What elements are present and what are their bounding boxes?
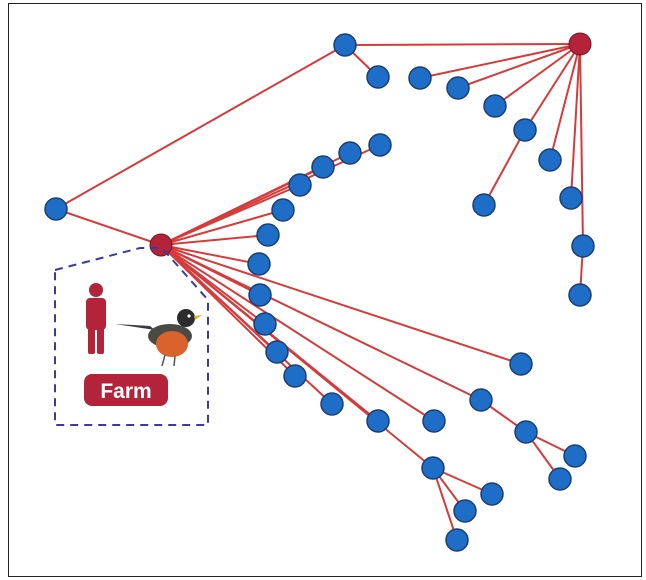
edge-H1-N6 bbox=[160, 234, 269, 246]
edge-H1-N7 bbox=[160, 244, 260, 265]
node-D bbox=[408, 66, 432, 90]
node-P3 bbox=[563, 444, 587, 468]
node-N14 bbox=[422, 409, 446, 433]
node-N7 bbox=[247, 252, 271, 276]
edge-H2-L bbox=[579, 43, 584, 247]
edge-H2-D bbox=[419, 43, 581, 79]
edge-G-J bbox=[483, 129, 526, 206]
node-N13 bbox=[366, 409, 390, 433]
node-Q2 bbox=[480, 482, 504, 506]
edge-H1-N4 bbox=[160, 184, 301, 246]
edge-H2-K bbox=[570, 43, 581, 199]
node-E bbox=[446, 76, 470, 100]
edge-H2-I bbox=[549, 43, 581, 161]
node-N15 bbox=[509, 352, 533, 376]
node-N4 bbox=[288, 173, 312, 197]
node-N11 bbox=[283, 364, 307, 388]
node-Q1 bbox=[421, 456, 445, 480]
edge-H1-N5 bbox=[160, 209, 284, 246]
node-B bbox=[333, 33, 357, 57]
hub-node-H1 bbox=[149, 233, 173, 257]
edge-H1-P1 bbox=[160, 244, 482, 401]
farm-label: Farm bbox=[100, 380, 151, 403]
nodes bbox=[44, 32, 595, 552]
edge-A-H1 bbox=[55, 208, 162, 246]
edges bbox=[55, 43, 584, 541]
node-N12 bbox=[320, 392, 344, 416]
node-N1 bbox=[368, 133, 392, 157]
hub-node-H2 bbox=[568, 32, 592, 56]
edge-H1-N15 bbox=[160, 244, 522, 365]
node-P2 bbox=[514, 420, 538, 444]
edge-H1-N14 bbox=[160, 244, 435, 422]
node-N3 bbox=[311, 155, 335, 179]
edge-B-H2 bbox=[344, 43, 581, 46]
node-C bbox=[366, 65, 390, 89]
node-N6 bbox=[256, 223, 280, 247]
node-Q3 bbox=[453, 499, 477, 523]
robin-bird-icon bbox=[115, 309, 202, 367]
node-F bbox=[483, 94, 507, 118]
farm-label-background bbox=[84, 374, 168, 406]
node-G bbox=[513, 118, 537, 142]
node-N8 bbox=[248, 283, 272, 307]
node-N5 bbox=[271, 198, 295, 222]
node-M bbox=[568, 283, 592, 307]
edge-Q1-Q4 bbox=[432, 467, 458, 541]
node-N9 bbox=[253, 312, 277, 336]
edge-H1-Q1 bbox=[160, 244, 434, 469]
node-N10 bbox=[265, 340, 289, 364]
node-P4 bbox=[548, 467, 572, 491]
node-J bbox=[472, 193, 496, 217]
edge-A-B bbox=[55, 44, 346, 210]
edge-H2-F bbox=[494, 43, 581, 107]
node-K bbox=[559, 186, 583, 210]
node-Q4 bbox=[445, 528, 469, 552]
edge-H2-E bbox=[457, 43, 581, 89]
person-icon bbox=[86, 283, 106, 354]
node-P1 bbox=[469, 388, 493, 412]
node-I bbox=[538, 148, 562, 172]
node-L bbox=[571, 234, 595, 258]
farm-dashed-boundary bbox=[54, 247, 209, 426]
edge-H2-G bbox=[524, 43, 581, 131]
farm-inset: Farm bbox=[54, 247, 209, 426]
node-N2 bbox=[338, 141, 362, 165]
diagram-frame bbox=[8, 3, 642, 577]
node-A bbox=[44, 197, 68, 221]
